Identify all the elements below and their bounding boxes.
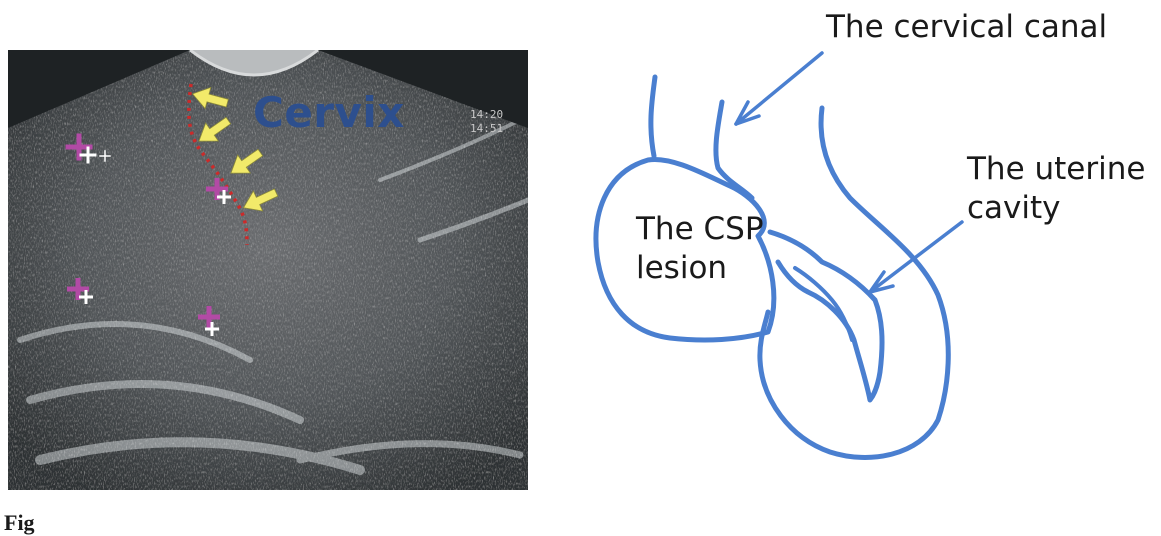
figure-caption: Fig <box>4 510 35 536</box>
label-uterine-cavity-line1: The uterine <box>967 150 1145 189</box>
uterine-cavity-outline <box>770 232 882 400</box>
device-readout-line: 14:20 <box>470 108 503 122</box>
label-uterine-cavity: The uterine cavity <box>967 150 1145 228</box>
label-csp-line1: The CSP <box>636 210 764 249</box>
label-uterine-cavity-line2: cavity <box>967 189 1145 228</box>
device-readout-line: 14:51 <box>470 122 503 136</box>
device-readout: 14:20 14:51 <box>470 108 503 136</box>
label-csp-lesion: The CSP lesion <box>636 210 764 288</box>
cervix-label: Cervix <box>253 88 405 137</box>
label-cervical-canal: The cervical canal <box>826 8 1107 47</box>
ultrasound-image <box>0 0 560 500</box>
label-csp-line2: lesion <box>636 249 764 288</box>
cervical-canal-left <box>651 77 655 156</box>
arrow-to-cervical-canal <box>736 53 822 124</box>
